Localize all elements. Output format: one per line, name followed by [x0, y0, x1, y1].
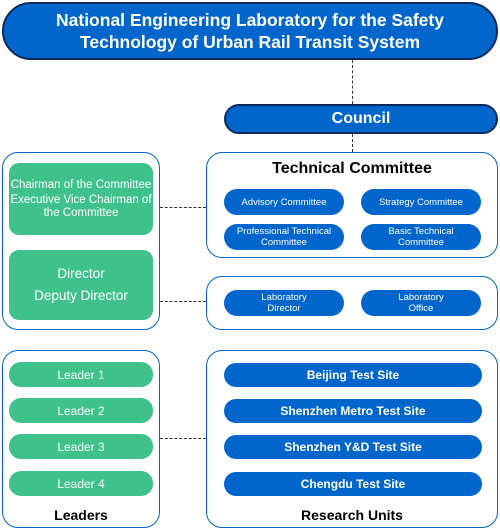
leader-3: Leader 3	[9, 434, 153, 459]
research-units-heading: Research Units	[301, 507, 403, 523]
laboratory-director: Laboratory Director	[224, 290, 344, 316]
leader-1-label: Leader 1	[57, 367, 105, 382]
basic-technical-committee-label: Basic Technical Committee	[388, 226, 454, 248]
laboratory-office-label: Laboratory Office	[398, 292, 444, 314]
director-label: Director	[57, 266, 105, 281]
council-label: Council	[331, 110, 391, 127]
leaders-heading: Leaders	[54, 507, 108, 523]
advisory-committee-label: Advisory Committee	[241, 196, 327, 208]
leader-4: Leader 4	[9, 471, 153, 496]
shenzhen-metro-test-site: Shenzhen Metro Test Site	[224, 399, 482, 423]
leader-3-label: Leader 3	[57, 439, 105, 454]
shenzhen-yd-test-site: Shenzhen Y&D Test Site	[224, 435, 482, 459]
executive-vice-chairman-label: Executive Vice Chairman of the Committee	[10, 194, 152, 219]
chairman-committee-connector	[160, 207, 206, 208]
lab-title-line-1: National Engineering Laboratory for the …	[56, 10, 444, 30]
chairman-box: Chairman of the Committee Executive Vice…	[9, 163, 153, 235]
leader-2-label: Leader 2	[57, 403, 105, 418]
leaders-research-connector	[160, 438, 206, 439]
professional-technical-committee-label: Professional Technical Committee	[236, 226, 332, 248]
chairman-label: Chairman of the Committee	[10, 178, 152, 191]
leader-1: Leader 1	[9, 362, 153, 387]
council-box: Council	[224, 104, 498, 134]
advisory-committee: Advisory Committee	[224, 189, 344, 215]
strategy-committee: Strategy Committee	[361, 189, 481, 215]
lab-title-line-2: Technology of Urban Rail Transit System	[79, 32, 421, 52]
laboratory-office: Laboratory Office	[361, 290, 481, 316]
director-box: Director Deputy Director	[9, 250, 153, 320]
director-lab-connector	[160, 301, 206, 302]
shenzhen-yd-test-site-label: Shenzhen Y&D Test Site	[284, 440, 422, 454]
beijing-test-site: Beijing Test Site	[224, 363, 482, 387]
basic-technical-committee: Basic Technical Committee	[361, 224, 481, 250]
title-council-connector	[352, 60, 353, 104]
technical-committee-heading: Technical Committee	[272, 160, 432, 177]
strategy-committee-label: Strategy Committee	[379, 196, 463, 208]
leader-2: Leader 2	[9, 398, 153, 423]
lab-title-box: National Engineering Laboratory for the …	[2, 2, 498, 60]
deputy-director-label: Deputy Director	[34, 288, 128, 303]
shenzhen-metro-test-site-label: Shenzhen Metro Test Site	[280, 404, 426, 418]
leader-4-label: Leader 4	[57, 476, 105, 491]
beijing-test-site-label: Beijing Test Site	[306, 368, 400, 382]
professional-technical-committee: Professional Technical Committee	[224, 224, 344, 250]
chengdu-test-site-label: Chengdu Test Site	[300, 477, 406, 491]
council-committee-connector	[352, 134, 353, 152]
chengdu-test-site: Chengdu Test Site	[224, 472, 482, 496]
laboratory-director-label: Laboratory Director	[261, 292, 307, 314]
